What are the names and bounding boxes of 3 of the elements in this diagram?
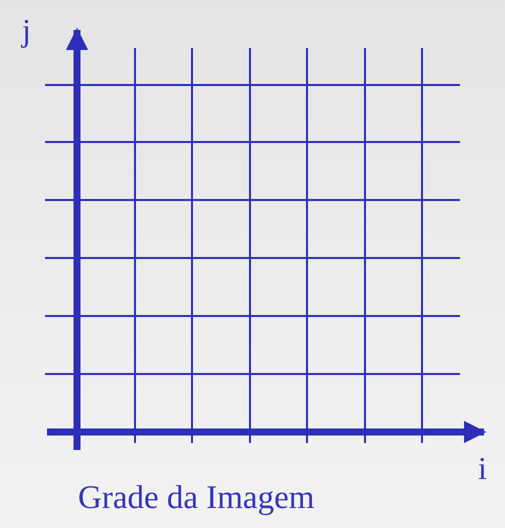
- axis-label: j: [22, 14, 31, 46]
- caption: Grade da Imagem: [78, 482, 314, 515]
- axis-label: i: [478, 452, 487, 484]
